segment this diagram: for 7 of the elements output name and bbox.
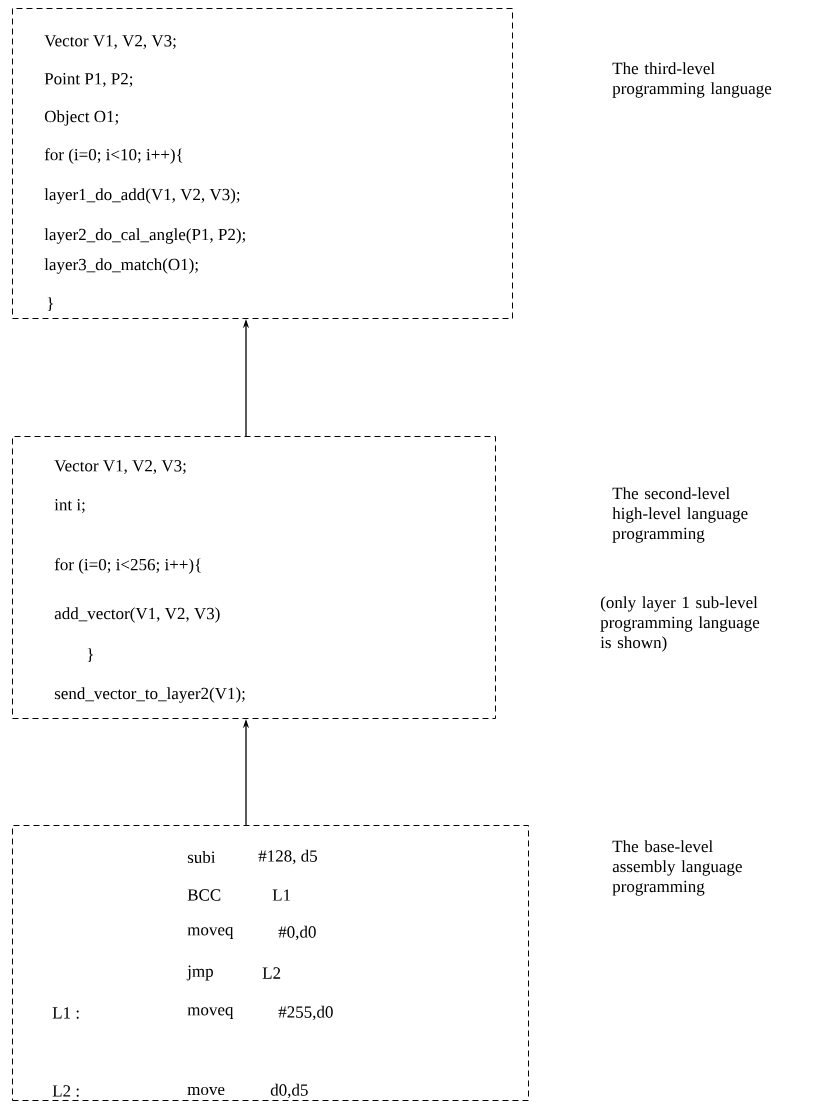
code-box: Vector V1, V2, V3; Point P1, P2; Object O1; for (i=0; i<10; i++){ layer1_do_add(V1, V2, V3); layer2_do_cal_angle(P1, P2); layer3_do_match(O1); } [12, 8, 513, 319]
description-text: (only layer 1 sub-level programming language is shown) [600, 596, 760, 652]
code-box: subi #128, d5 BCC L1 moveq #0,d0 jmp L2 L1 : moveq #255,d0 L2 : move d0,d5 [12, 825, 529, 1101]
description-text: The second-level high-level language programming [612, 487, 748, 543]
description-text: The base-level assembly language programming [612, 840, 742, 896]
description-text: The third-level programming language [612, 62, 772, 98]
code-box: Vector V1, V2, V3; int i; for (i=0; i<256; i++){ add_vector(V1, V2, V3) } send_vector_to_layer2(V1); [12, 436, 496, 719]
